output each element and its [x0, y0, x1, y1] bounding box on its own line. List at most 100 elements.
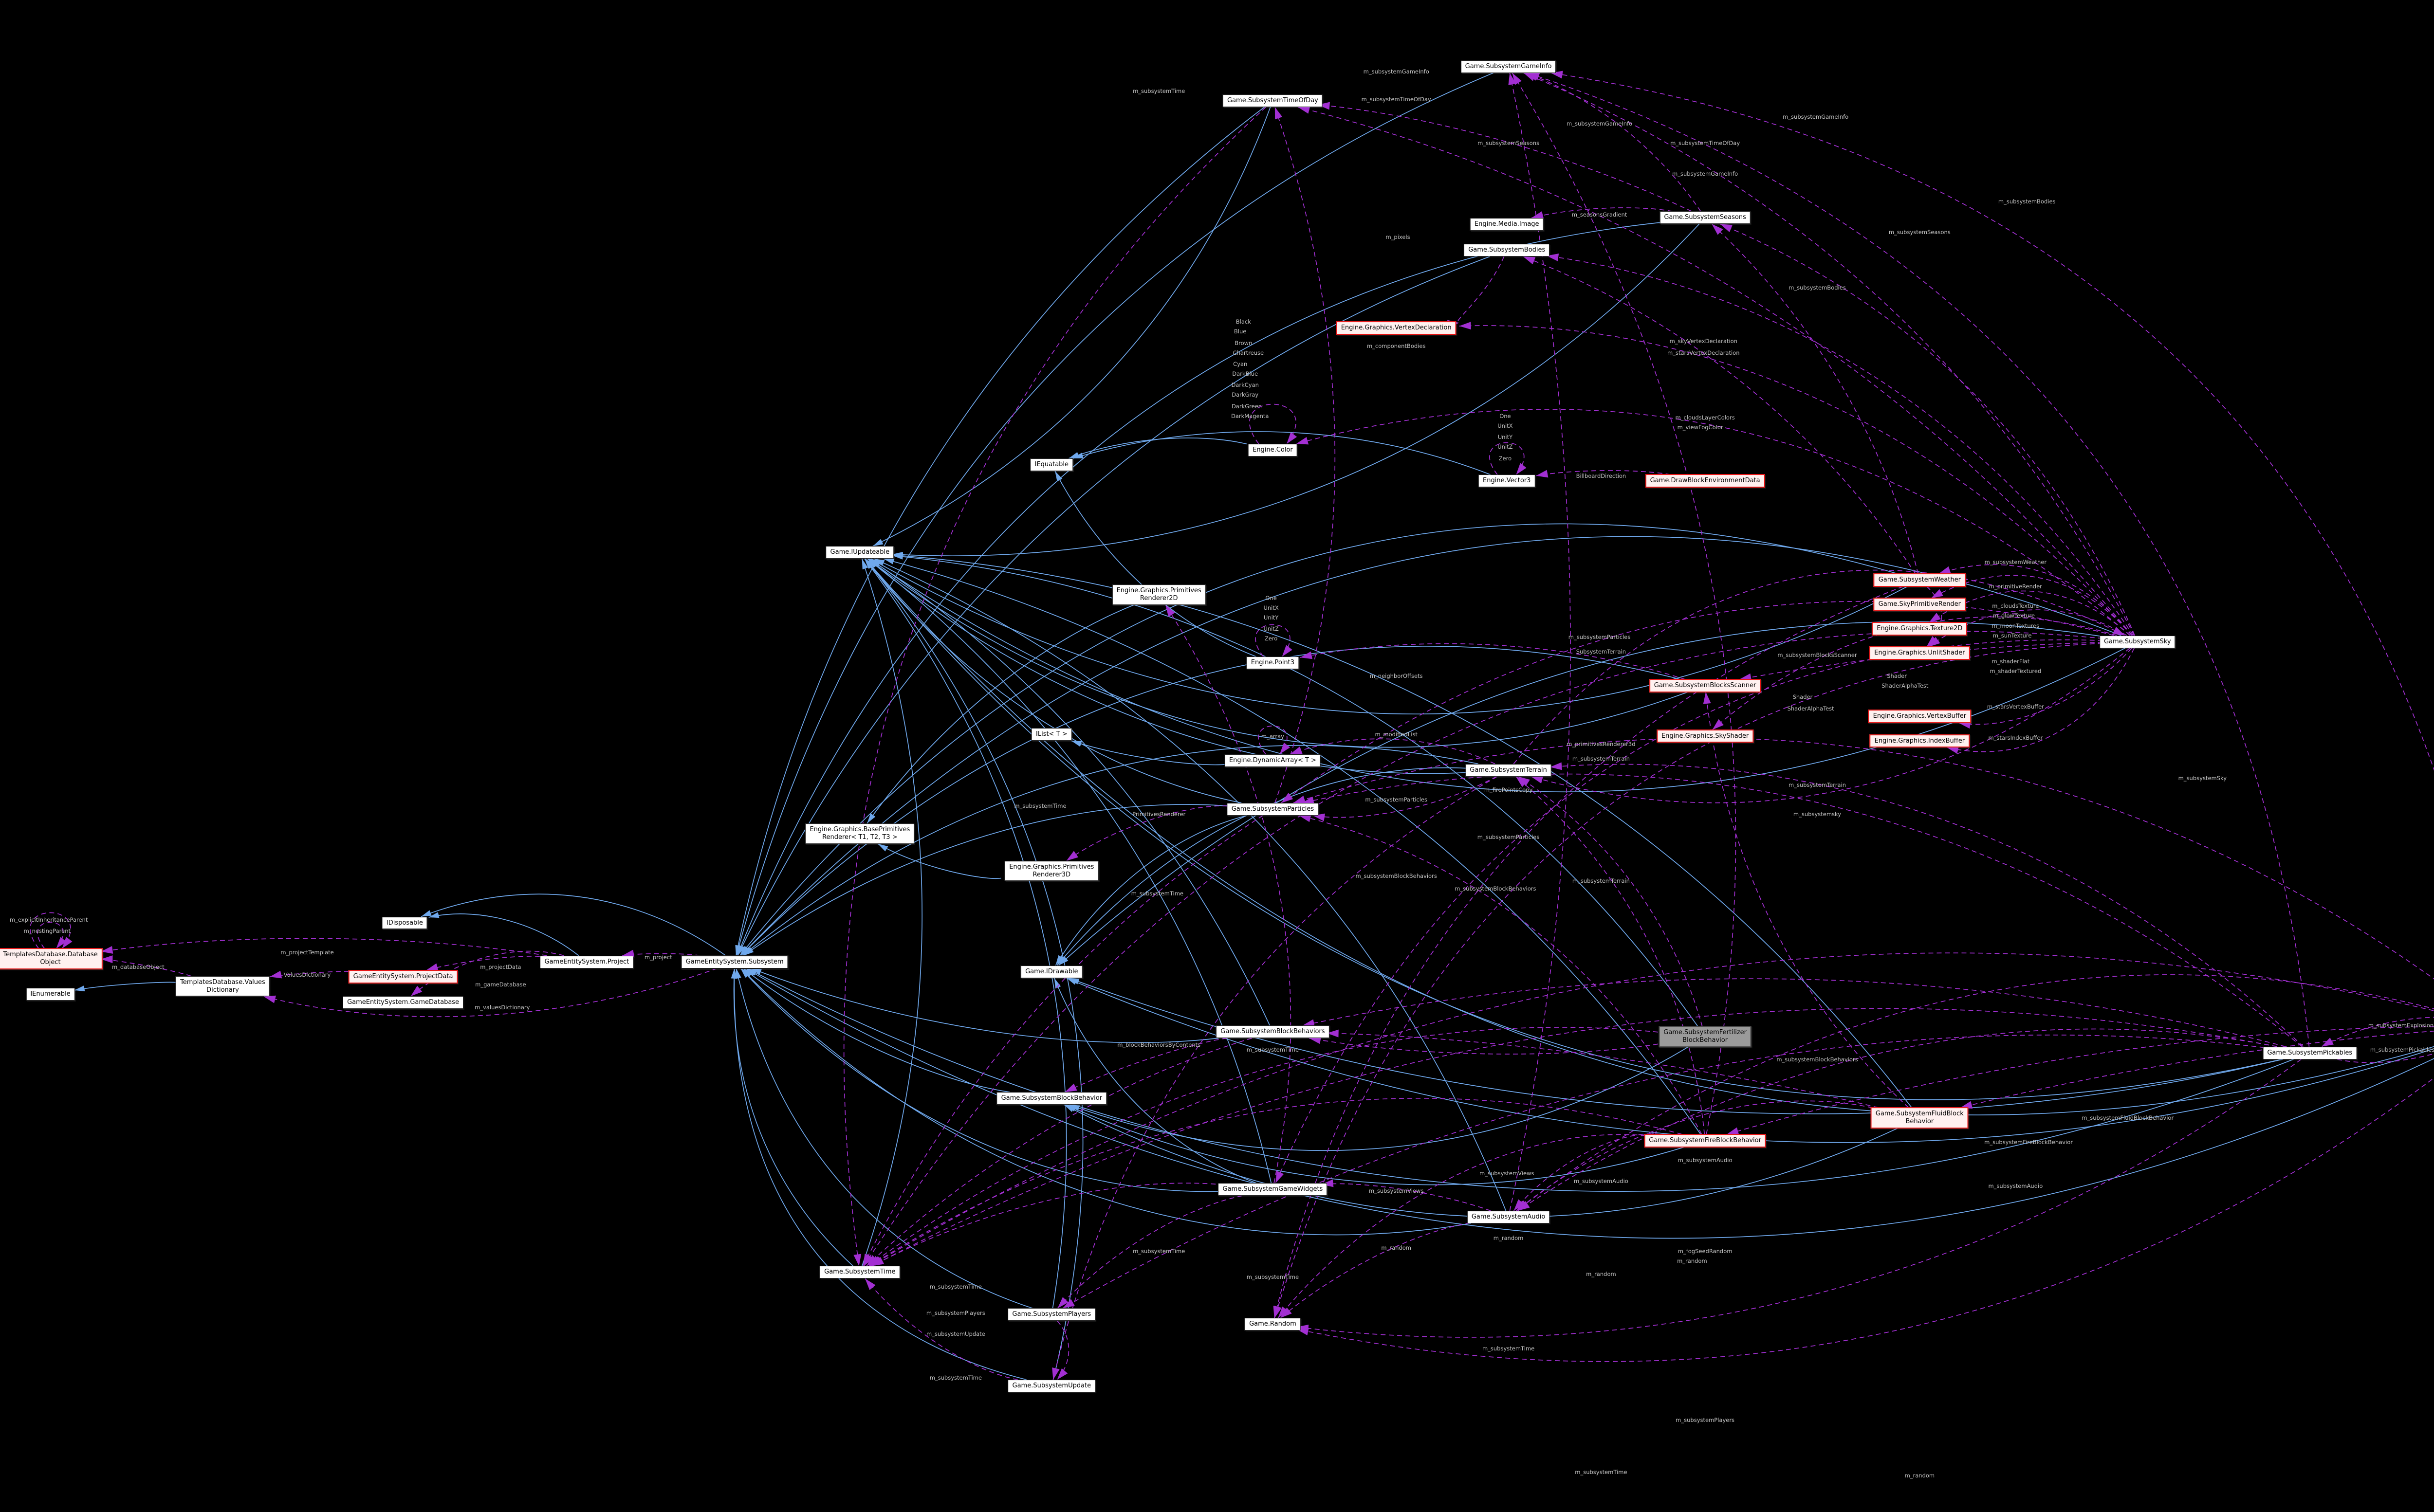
graph-node-tex[interactable]: Engine.Graphics.Texture2D: [1872, 622, 1968, 636]
edge: [1062, 1034, 2265, 1309]
edge-arrowhead: [1065, 1083, 1077, 1093]
graph-node-aud[interactable]: Game.SubsystemAudio: [1467, 1210, 1550, 1223]
edge: [1517, 1028, 2277, 1211]
edge-arrowhead: [743, 947, 754, 956]
graph-node-ibuf[interactable]: Engine.Graphics.IndexBuffer: [1869, 734, 1970, 748]
edge-arrowhead: [1054, 978, 1061, 989]
edge: [1312, 776, 1497, 818]
edge-arrowhead: [1055, 471, 1063, 482]
graph-node-dyn[interactable]: Engine.DynamicArray< T >: [1224, 754, 1321, 767]
graph-node-dbo[interactable]: TemplatesDatabase.Database Object: [0, 948, 103, 969]
edge: [867, 558, 1467, 774]
graph-node-sprim[interactable]: Game.SkyPrimitiveRender: [1873, 598, 1966, 612]
graph-node-ter[interactable]: Game.SubsystemTerrain: [1465, 764, 1551, 777]
graph-node-col[interactable]: Engine.Color: [1248, 443, 1297, 456]
graph-node-pdata[interactable]: GameEntitySystem.ProjectData: [348, 969, 458, 984]
edge: [37, 922, 64, 949]
edge-arrowhead: [1960, 1101, 1973, 1109]
graph-node-wea[interactable]: Game.SubsystemWeather: [1873, 573, 1966, 587]
graph-node-p3[interactable]: Engine.Point3: [1246, 656, 1299, 670]
graph-node-baser[interactable]: Engine.Graphics.BasePrimitives Renderer<…: [805, 823, 915, 844]
edge: [2337, 1053, 2434, 1063]
graph-node-fert[interactable]: Game.SubsystemFertilizer BlockBehavior: [1659, 1026, 1752, 1048]
edge: [867, 604, 1134, 824]
edge: [867, 558, 1688, 748]
graph-node-idraw[interactable]: Game.IDrawable: [1021, 965, 1083, 978]
graph-node-tod[interactable]: Game.SubsystemTimeOfDay: [1222, 94, 1323, 107]
edge-arrowhead: [1512, 73, 1522, 85]
edge: [1526, 73, 1701, 212]
edge-arrowhead: [1531, 211, 1544, 219]
graph-node-vdict[interactable]: TemplatesDatabase.Values Dictionary: [176, 976, 270, 997]
graph-node-r3d[interactable]: Engine.Graphics.Primitives Renderer3D: [1005, 860, 1099, 881]
graph-node-ply[interactable]: Game.SubsystemPlayers: [1008, 1308, 1096, 1321]
graph-node-time[interactable]: Game.SubsystemTime: [820, 1266, 900, 1279]
graph-node-gw[interactable]: Game.SubsystemGameWidgets: [1218, 1183, 1328, 1196]
graph-node-bod[interactable]: Game.SubsystemBodies: [1464, 244, 1550, 257]
edge: [892, 223, 1700, 557]
edge: [426, 956, 540, 971]
edge-arrowhead: [1293, 796, 1306, 803]
graph-node-proj[interactable]: GameEntitySystem.Project: [540, 955, 634, 968]
edge-arrowhead: [1063, 1299, 1075, 1309]
edge: [428, 913, 579, 956]
edge: [870, 558, 1908, 715]
graph-node-sky[interactable]: Game.SubsystemSky: [2099, 635, 2176, 648]
edge-arrowhead: [1066, 851, 1079, 861]
graph-node-img[interactable]: Engine.Media.Image: [1470, 218, 1544, 231]
edge: [1536, 470, 1671, 476]
graph-node-r2d[interactable]: Engine.Graphics.Primitives Renderer2D: [1112, 584, 1206, 605]
edge-arrowhead: [1523, 256, 1536, 265]
edge: [74, 982, 176, 991]
graph-node-ilist[interactable]: IList< T >: [1032, 728, 1072, 741]
graph-node-bb[interactable]: Game.SubsystemBlockBehavior: [996, 1092, 1107, 1105]
edge-arrowhead: [1536, 470, 1549, 478]
edge: [1275, 639, 2103, 1184]
edge: [1531, 207, 1673, 219]
graph-node-fluid[interactable]: Game.SubsystemFluidBlock Behavior: [1870, 1107, 1969, 1129]
edge: [1274, 643, 2103, 1318]
graph-node-dbe[interactable]: Game.DrawBlockEnvironmentData: [1645, 474, 1765, 488]
graph-node-idisp[interactable]: IDisposable: [382, 916, 427, 929]
graph-node-sksh[interactable]: Engine.Graphics.SkyShader: [1656, 729, 1754, 743]
graph-node-rnd[interactable]: Game.Random: [1245, 1318, 1301, 1331]
edge: [1523, 73, 2135, 636]
edge-arrowhead: [1518, 776, 1530, 786]
edge-arrowhead: [1516, 463, 1527, 475]
edge: [1277, 1134, 1646, 1318]
graph-node-ieq[interactable]: IEquatable: [1030, 458, 1073, 471]
edge-arrowhead: [1165, 605, 1175, 617]
graph-node-v3[interactable]: Engine.Vector3: [1478, 474, 1535, 488]
edge-arrowhead: [622, 949, 635, 958]
edge: [1720, 223, 2136, 636]
graph-node-sea[interactable]: Game.SubsystemSeasons: [1660, 211, 1751, 224]
graph-node-bbs[interactable]: Game.SubsystemBlockBehaviors: [1216, 1025, 1329, 1038]
edge: [1515, 776, 1705, 1135]
edge-arrowhead: [270, 970, 282, 979]
edge-arrowhead: [1513, 1199, 1525, 1211]
edge: [1058, 621, 2103, 966]
graph-node-ginfo[interactable]: Game.SubsystemGameInfo: [1460, 60, 1556, 73]
edge: [1296, 1077, 2434, 1362]
graph-node-iupd[interactable]: Game.IUpdateable: [826, 546, 894, 559]
edge-arrowhead: [1057, 955, 1066, 965]
edge: [865, 558, 2434, 1115]
edge-arrowhead: [872, 539, 884, 547]
edge-arrowhead: [741, 968, 751, 978]
graph-node-fire[interactable]: Game.SubsystemFireBlockBehavior: [1644, 1134, 1766, 1148]
edge-arrowhead: [1931, 589, 1943, 599]
graph-node-gdb[interactable]: GameEntitySystem.GameDatabase: [343, 996, 464, 1009]
graph-node-scan[interactable]: Game.SubsystemBlocksScanner: [1649, 679, 1761, 692]
graph-node-upd[interactable]: Game.SubsystemUpdate: [1008, 1380, 1096, 1393]
edge: [1946, 648, 2135, 752]
graph-node-ienum[interactable]: IEnumerable: [26, 988, 75, 1001]
edge: [1065, 1038, 1227, 1093]
graph-node-vdecl[interactable]: Engine.Graphics.VertexDeclaration: [1336, 321, 1457, 335]
graph-node-part[interactable]: Game.SubsystemParticles: [1227, 802, 1319, 816]
graph-node-unlit[interactable]: Engine.Graphics.UnlitShader: [1869, 646, 1970, 660]
graph-node-vbuf[interactable]: Engine.Graphics.VertexBuffer: [1868, 710, 1972, 724]
graph-node-sub[interactable]: GameEntitySystem.Subsystem: [681, 955, 789, 969]
edge: [1527, 73, 2310, 1047]
edge-arrowhead: [1273, 1306, 1281, 1318]
graph-node-pick[interactable]: Game.SubsystemPickables: [2263, 1046, 2357, 1059]
